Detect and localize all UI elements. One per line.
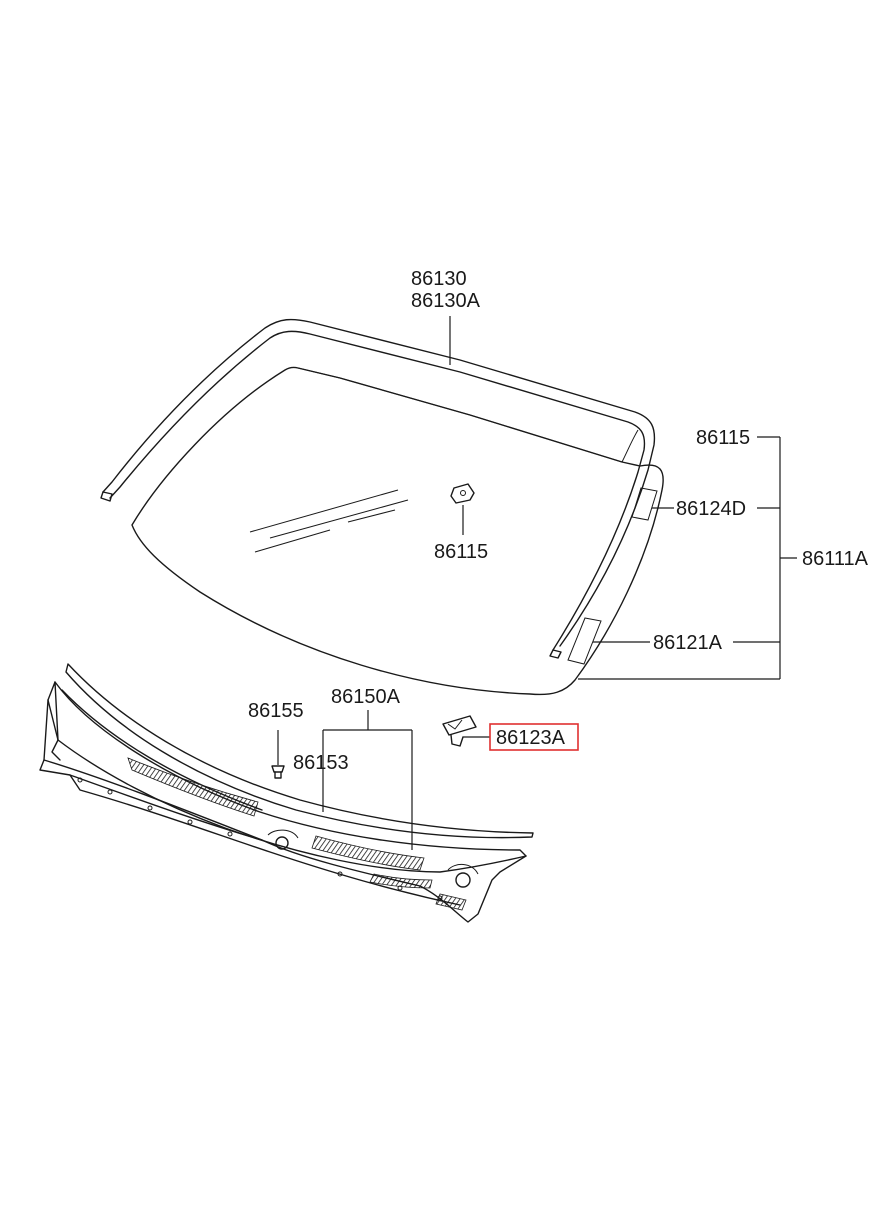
glass-assy-bracket-lines bbox=[578, 436, 797, 680]
cowl-vent-grille-center bbox=[311, 835, 425, 871]
label-86130a: 86130A bbox=[411, 290, 481, 312]
highlight-box bbox=[489, 723, 579, 751]
cowl-vent-grille-right bbox=[369, 873, 467, 911]
label-86150a: 86150A bbox=[331, 686, 401, 708]
label-86130: 86130 bbox=[411, 268, 467, 290]
dam-rectangle-upper bbox=[631, 487, 658, 521]
label-86124d: 86124D bbox=[676, 498, 746, 520]
windshield-clip bbox=[442, 715, 477, 747]
dam-rectangle-lower bbox=[567, 617, 602, 665]
cowl-bracket-lines bbox=[322, 710, 413, 850]
cowl-top-cover bbox=[39, 663, 534, 923]
label-86115-center: 86115 bbox=[434, 541, 488, 563]
mirror-bracket bbox=[450, 483, 475, 504]
label-86111a: 86111A bbox=[802, 548, 869, 570]
label-86155: 86155 bbox=[248, 700, 304, 722]
label-86121a: 86121A bbox=[653, 632, 723, 654]
windshield-glass bbox=[131, 366, 664, 696]
label-86115-top: 86115 bbox=[696, 427, 750, 449]
label-86153: 86153 bbox=[293, 752, 349, 774]
windshield-moulding bbox=[100, 318, 656, 659]
label-86123a: 86123A bbox=[496, 727, 566, 749]
cowl-screw bbox=[271, 730, 285, 779]
cowl-vent-grille-left bbox=[127, 757, 259, 817]
